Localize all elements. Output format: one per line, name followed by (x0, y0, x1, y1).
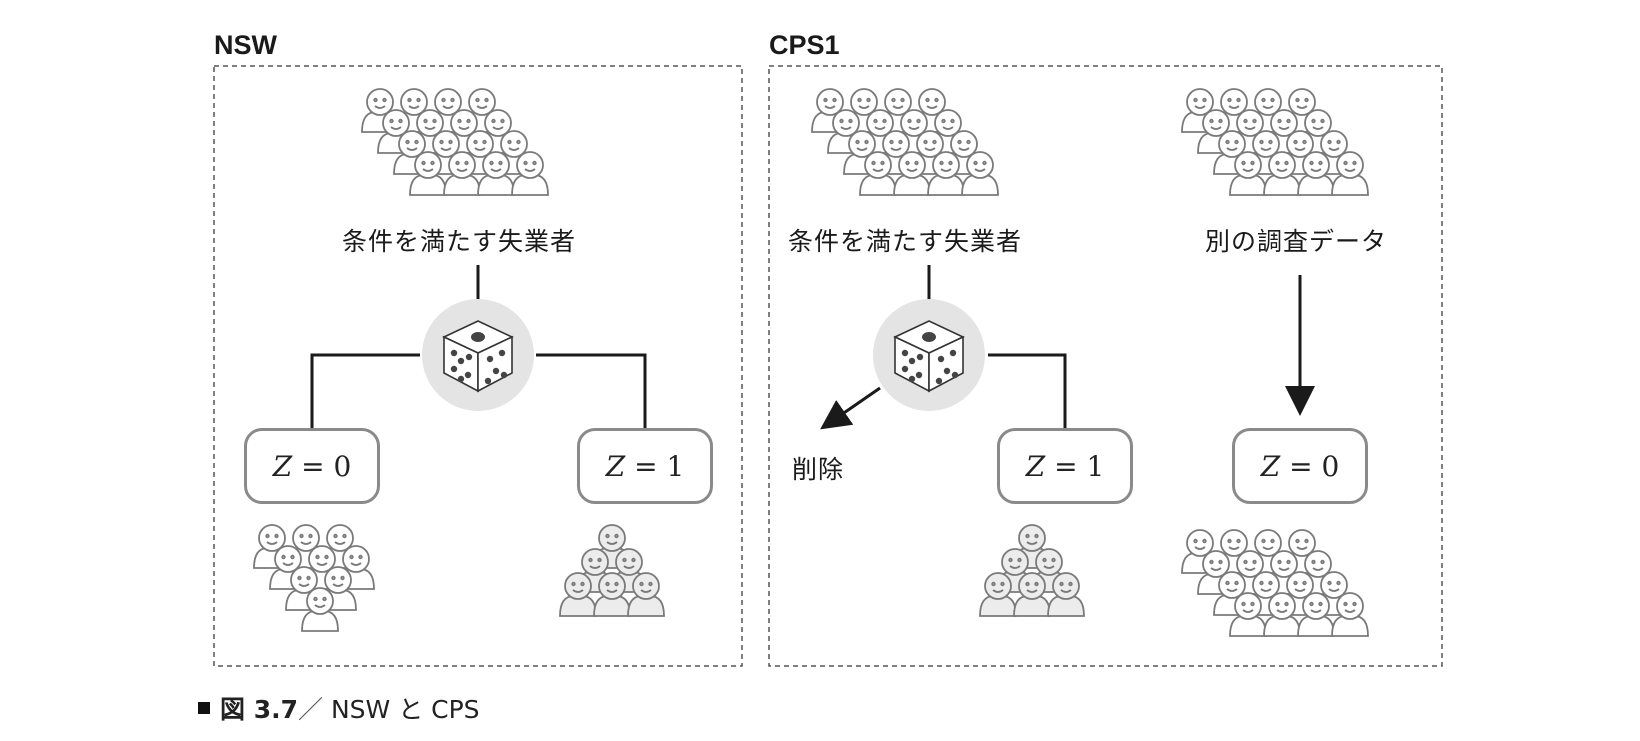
z-variable: Z (1260, 449, 1281, 483)
nsw-panel-title: NSW (214, 30, 277, 60)
cps1-control-crowd-icon (1181, 529, 1369, 637)
cps1-treated-crowd-icon (979, 524, 1085, 617)
nsw-eligible-crowd-icon (361, 88, 549, 196)
z-equals: = (1280, 449, 1322, 483)
z-value: 1 (666, 449, 685, 483)
nsw-dice-icon (422, 299, 534, 411)
cps1-other-survey-crowd-icon (1181, 88, 1369, 196)
z-value: 0 (1321, 449, 1340, 483)
caption-separator: ／ (298, 695, 324, 724)
z-variable: Z (1025, 449, 1046, 483)
nsw-panel-frame (213, 65, 743, 667)
caption-bullet-icon (198, 702, 210, 714)
cps1-z0-box: Z = 0 (1232, 428, 1368, 504)
cps1-dice-icon (873, 299, 985, 411)
cps1-eligible-unemployed-label: 条件を満たす失業者 (788, 227, 1023, 256)
cps1-other-survey-label: 別の調査データ (1205, 227, 1388, 256)
cps1-deleted-label: 削除 (792, 455, 845, 484)
z-equals: = (1045, 449, 1087, 483)
nsw-control-crowd-icon (253, 524, 375, 632)
nsw-z1-box: Z = 1 (577, 428, 713, 504)
nsw-eligible-unemployed-label: 条件を満たす失業者 (342, 227, 577, 256)
z-value: 0 (333, 449, 352, 483)
z-equals: = (292, 449, 334, 483)
cps1-eligible-crowd-icon (811, 88, 999, 196)
figure-caption: 図 3.7／ NSW と CPS (198, 690, 480, 726)
figure-number: 図 3.7 (220, 695, 298, 724)
nsw-z0-box: Z = 0 (244, 428, 380, 504)
z-variable: Z (605, 449, 626, 483)
z-equals: = (625, 449, 667, 483)
caption-text: NSW と CPS (323, 695, 480, 724)
cps1-panel-title: CPS1 (769, 30, 840, 60)
cps1-connectors (820, 265, 1315, 430)
nsw-treated-crowd-icon (559, 524, 665, 617)
z-variable: Z (272, 449, 293, 483)
cps1-z1-box: Z = 1 (997, 428, 1133, 504)
cps1-panel-frame (768, 65, 1443, 667)
z-value: 1 (1086, 449, 1105, 483)
